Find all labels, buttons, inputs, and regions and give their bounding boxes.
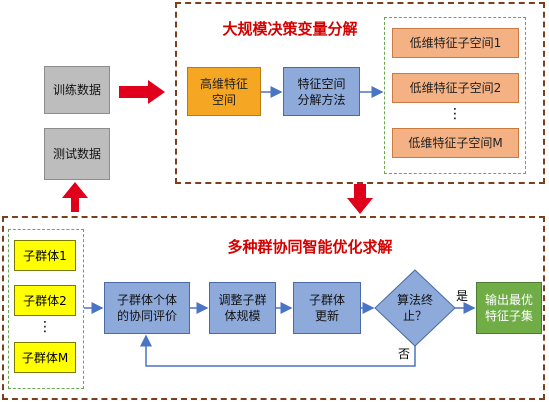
subspace-group bbox=[384, 17, 526, 174]
optimization-to-test-arrowhead bbox=[62, 182, 88, 198]
subpopulation-1-box: 子群体1 bbox=[14, 240, 76, 271]
subpopulation-update-box: 子群体 更新 bbox=[293, 282, 361, 334]
subspace-ellipsis: ⋮ bbox=[448, 106, 462, 122]
yes-label: 是 bbox=[456, 289, 469, 303]
subspace-2-box: 低维特征子空间2 bbox=[392, 73, 519, 103]
output-best-feature-subset-box: 输出最优 特征子集 bbox=[476, 282, 542, 334]
subpopulation-2-box: 子群体2 bbox=[14, 285, 76, 316]
optimization-panel-title: 多种群协同智能优化求解 bbox=[227, 238, 393, 256]
decomposition-panel-title: 大规模决策变量分解 bbox=[222, 20, 358, 38]
decision-loop-back-arrow bbox=[140, 334, 416, 367]
training-data-box: 训练数据 bbox=[44, 66, 110, 114]
optimization-to-test-arrow bbox=[71, 196, 79, 212]
no-label: 否 bbox=[398, 347, 411, 361]
subpopulation-ellipsis: ⋮ bbox=[38, 319, 52, 335]
decomposition-panel bbox=[175, 2, 545, 184]
high-dim-feature-space-box: 高维特征 空间 bbox=[187, 67, 261, 116]
train-to-decomposition-arrow bbox=[119, 80, 165, 104]
subpopulation-m-box: 子群体M bbox=[14, 342, 76, 373]
decomposition-to-optimization-arrow bbox=[347, 184, 373, 214]
subpopulation-group bbox=[8, 229, 84, 389]
adjust-subpopulation-size-box: 调整子群 体规模 bbox=[209, 282, 276, 334]
feature-space-decomposition-box: 特征空间 分解方法 bbox=[283, 67, 360, 116]
cooperative-evaluation-box: 子群体个体 的协同评价 bbox=[104, 282, 190, 334]
test-data-box: 测试数据 bbox=[44, 128, 110, 180]
termination-question-label: 算法终 止？ bbox=[396, 293, 433, 323]
subspace-m-box: 低维特征子空间M bbox=[392, 128, 519, 158]
subspace-1-box: 低维特征子空间1 bbox=[392, 28, 519, 58]
optimization-panel bbox=[2, 216, 545, 400]
